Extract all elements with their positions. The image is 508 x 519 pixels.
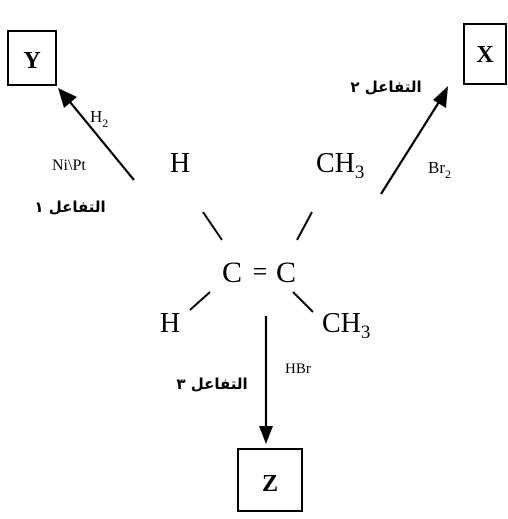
bond-top-left [202,211,223,241]
reaction-2-arrow-line [380,101,440,195]
reaction-2-arrow [380,86,448,195]
carbon-left: C [222,256,242,289]
bond-bottom-left [189,291,211,311]
product-x-label: X [476,42,494,68]
substituent-h-bottom-left: H [160,308,180,339]
reaction-1-arrow [58,88,135,181]
substituent-h-top-left: H [170,148,190,179]
product-z-frame [237,448,303,512]
reaction-2-label: التفاعل ٢ [350,78,421,96]
product-y-label: Y [23,48,40,74]
product-z-box: Z [237,448,303,512]
reaction-3-reagent: HBr [285,361,311,377]
reaction-1-reagent: H2 [90,107,108,130]
reaction-2-reagent: Br2 [428,158,451,181]
bond-bottom-right [292,291,314,313]
reaction-1-arrow-head [58,88,77,108]
substituent-ch3-bottom-right: CH3 [322,308,370,343]
product-z-label: Z [262,471,278,497]
product-x-frame [463,23,507,85]
reaction-2-arrow-head [433,86,448,108]
substituent-ch3-top-right: CH3 [316,148,364,183]
reaction-1-label: التفاعل ١ [34,198,105,216]
reaction-1-catalyst: Ni\Pt [52,157,86,174]
bond-top-right [296,211,313,241]
product-x-box: X [463,23,507,85]
reaction-3-label: التفاعل ٣ [176,375,247,393]
product-y-box: Y [7,30,57,86]
carbon-right: C [276,256,296,289]
reaction-3-arrow-head [259,426,273,444]
double-bond: = [253,257,268,286]
reaction-3-arrow [259,316,273,444]
product-y-frame [7,30,57,86]
reaction-1-arrow-line [69,101,135,181]
